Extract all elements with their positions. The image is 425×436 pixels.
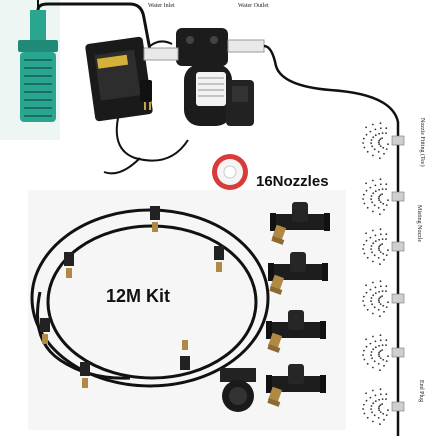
- power-adapter-icon: [85, 36, 153, 122]
- teflon-tape-icon: [212, 154, 248, 190]
- nozzle-count-label: 16Nozzles: [256, 173, 329, 190]
- tee-fitting-icon: [270, 202, 330, 245]
- tee-fitting-icon: [268, 252, 328, 295]
- end-plug-cap: [220, 368, 256, 412]
- mist-spray-icon: [362, 178, 405, 216]
- misting-nozzle-icon: [42, 222, 222, 388]
- pump-icon: [143, 28, 265, 126]
- water-outlet-label: Water Outlet: [238, 3, 269, 9]
- nozzle-fitting-label: Nozzle Fitting (Tee): [419, 118, 425, 167]
- mist-spray-icon: [362, 122, 405, 160]
- nozzle-line: [362, 122, 405, 426]
- kit-length-label: 12M Kit: [106, 286, 171, 306]
- misting-nozzle-label: Misting Nozzle: [416, 205, 422, 243]
- mist-spray-icon: [362, 334, 405, 372]
- tee-fitting-icon: [266, 310, 326, 353]
- mist-spray-icon: [362, 280, 405, 318]
- mist-spray-icon: [362, 228, 405, 266]
- tee-fitting-icon: [266, 364, 326, 407]
- power-cable-plug: [103, 157, 141, 175]
- inlet-hose: [36, 2, 152, 51]
- tee-fittings-group: [266, 202, 330, 407]
- mist-spray-icon: [362, 388, 405, 426]
- water-filter-icon: [0, 0, 60, 140]
- water-inlet-label: Water Inlet: [148, 3, 175, 9]
- outlet-hose: [263, 44, 400, 436]
- kit-tee-fittings: [40, 206, 224, 376]
- end-plug-label: End Plug: [418, 380, 424, 403]
- power-cable: [115, 117, 189, 162]
